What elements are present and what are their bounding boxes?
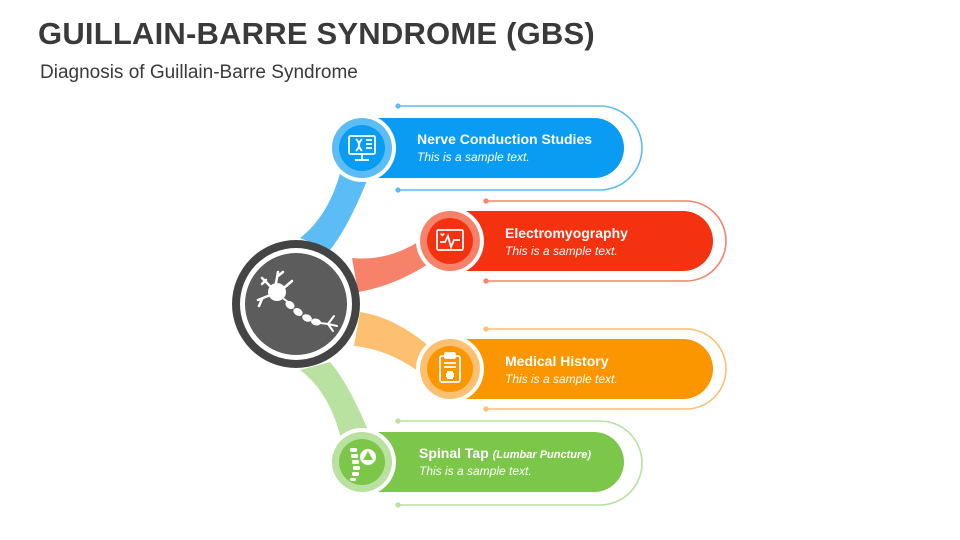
pill-electromyography (456, 211, 713, 271)
outline-dot (483, 198, 489, 204)
outline-loop-4 (398, 420, 643, 506)
outline-dot (395, 103, 401, 109)
page-subtitle: Diagnosis of Guillain-Barre Syndrome (40, 62, 358, 83)
item-electromyography: Electromyography This is a sample text. (505, 225, 628, 258)
item-title: Spinal Tap (419, 445, 489, 461)
item-desc: This is a sample text. (505, 372, 618, 386)
spine-icon (350, 448, 376, 481)
icon-circle-3 (416, 335, 484, 403)
item-medical-history: Medical History This is a sample text. (505, 353, 618, 386)
item-title: Electromyography (505, 225, 628, 241)
dna-monitor-icon (348, 135, 376, 161)
item-desc: This is a sample text. (505, 244, 618, 258)
outline-dot (395, 187, 401, 193)
connector-blue (300, 166, 372, 250)
outline-dot (483, 406, 489, 412)
item-title: Nerve Conduction Studies (417, 131, 593, 147)
outline-loop-2 (486, 200, 727, 282)
hub-circle (232, 240, 360, 368)
item-title: Medical History (505, 353, 609, 369)
neuron-icon (256, 270, 338, 332)
pill-nerve-conduction (368, 118, 624, 178)
outline-loop-3 (486, 328, 727, 410)
icon-circle-1 (328, 114, 396, 182)
outline-dot (395, 502, 401, 508)
page-title: GUILLAIN-BARRE SYNDROME (GBS) (38, 16, 595, 51)
pill-medical-history (456, 339, 713, 399)
item-nerve-conduction: Nerve Conduction Studies This is a sampl… (417, 131, 592, 164)
outline-dot (483, 278, 489, 284)
outline-dot (395, 418, 401, 424)
heart-monitor-icon (436, 229, 464, 251)
item-spinal-tap: Spinal Tap (Lumbar Puncture) This is a s… (419, 445, 591, 478)
pill-spinal-tap (368, 432, 624, 492)
item-desc: This is a sample text. (417, 150, 530, 164)
outline-loop-1 (398, 105, 643, 191)
item-title-row: Spinal Tap (Lumbar Puncture) (419, 445, 591, 461)
item-desc: This is a sample text. (419, 464, 532, 478)
outline-dot (483, 326, 489, 332)
item-title-suffix: (Lumbar Puncture) (492, 449, 592, 461)
medical-clipboard-icon (439, 352, 461, 383)
connector-green (300, 362, 372, 442)
